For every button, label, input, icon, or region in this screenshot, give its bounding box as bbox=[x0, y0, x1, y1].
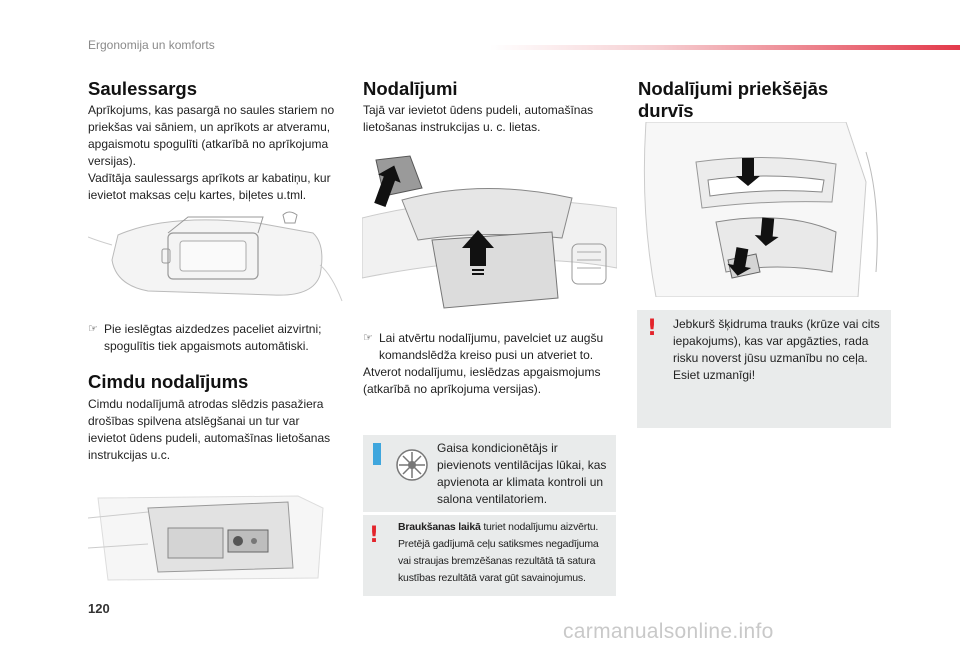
text-line: iepakojums), kas var apgāzties, rada bbox=[673, 334, 869, 348]
text-line: Vadītāja saulessargs aprīkots ar kabatiņ… bbox=[88, 171, 331, 185]
text-line: Atverot nodalījumu, ieslēdzas apgaismoju… bbox=[363, 365, 601, 379]
text-line: spogulītis tiek apgaismots automātiski. bbox=[104, 339, 309, 353]
sun-visor-heading: Saulessargs bbox=[88, 78, 198, 99]
warning-line: turiet nodalījumu aizvērtu. bbox=[480, 521, 599, 533]
section-title: Ergonomija un komforts bbox=[88, 38, 215, 52]
info-text: Gaisa kondicionētājs ir pievienots venti… bbox=[437, 440, 612, 508]
text-line: Pie ieslēgtas aizdedzes paceliet aizvirt… bbox=[104, 322, 322, 336]
sun-visor-text: Aprīkojums, kas pasargā no saules starie… bbox=[88, 102, 338, 204]
text-line: drošības spilvena atslēgšanai un tur var bbox=[88, 414, 300, 428]
text-line: Lai atvērtu nodalījumu, pavelciet uz aug… bbox=[379, 331, 604, 345]
heading-line: durvīs bbox=[638, 100, 694, 121]
text-line: Cimdu nodalījumā atrodas slēdzis pasažie… bbox=[88, 397, 324, 411]
glovebox-illustration bbox=[88, 468, 343, 588]
text-line: apvienota ar klimata kontroli un bbox=[437, 475, 604, 489]
text-line: kustības rezultātā varat gūt savainojumu… bbox=[398, 572, 586, 584]
info-box: Gaisa kondicionētājs ir pievienots venti… bbox=[363, 435, 616, 512]
text-line: Aprīkojums, kas pasargā no saules starie… bbox=[88, 103, 335, 117]
text-line: instrukcijas u.c. bbox=[88, 448, 171, 462]
text-line: apgaismotu spogulīti (atkarībā no aprīko… bbox=[88, 137, 329, 151]
exclamation-icon: ! bbox=[369, 523, 380, 548]
text-line: ievietot maksas ceļu kartes, biļetes u.t… bbox=[88, 188, 307, 202]
warning-box-driving: ! Braukšanas laikā turiet nodalījumu aiz… bbox=[363, 515, 616, 596]
text-line: vai straujas bremzēšanas rezultātā tā sa… bbox=[398, 555, 596, 567]
compartments-text-2: Atverot nodalījumu, ieslēdzas apgaismoju… bbox=[363, 364, 618, 398]
pointing-hand-icon: ☞ bbox=[88, 323, 98, 335]
text-line: Gaisa kondicionētājs ir bbox=[437, 441, 558, 455]
watermark: carmanualsonline.info bbox=[563, 620, 774, 643]
door-compartments-heading: Nodalījumi priekšējās durvīs bbox=[638, 78, 828, 122]
dashboard-compartment-illustration bbox=[362, 148, 617, 323]
text-line: Pretējā gadījumā ceļu satiksmes negadīju… bbox=[398, 538, 599, 550]
compartments-text: Tajā var ievietot ūdens pudeli, automašī… bbox=[363, 102, 613, 136]
exclamation-icon: ! bbox=[647, 316, 658, 341]
glovebox-heading: Cimdu nodalījums bbox=[88, 371, 249, 392]
warning-box-liquids: ! Jebkurš šķidruma trauks (krūze vai cit… bbox=[637, 310, 891, 428]
glovebox-text: Cimdu nodalījumā atrodas slēdzis pasažie… bbox=[88, 396, 338, 464]
text-line: Braukšanas laikā turiet nodalījumu aizvē… bbox=[398, 519, 613, 536]
door-illustration bbox=[636, 122, 892, 297]
text-line: risku noverst jūsu uzmanību no ceļa. bbox=[673, 351, 868, 365]
warning-bold: Braukšanas laikā bbox=[398, 521, 481, 533]
text-line: komandslēdža kreiso pusi un atveriet to. bbox=[379, 348, 594, 362]
text-line: versijas). bbox=[88, 154, 137, 168]
text-line: priekšas vai sāniem, un aprīkots ar atve… bbox=[88, 120, 331, 134]
info-icon bbox=[373, 443, 381, 465]
text-line: Jebkurš šķidruma trauks (krūze vai cits bbox=[673, 317, 880, 331]
compartments-heading: Nodalījumi bbox=[363, 78, 458, 99]
text-line: lietošanas instrukcijas u. c. lietas. bbox=[363, 120, 541, 134]
text-line: (atkarībā no aprīkojuma versijas). bbox=[363, 382, 542, 396]
page-number: 120 bbox=[88, 601, 110, 616]
sun-visor-illustration bbox=[88, 205, 343, 305]
pointing-hand-icon: ☞ bbox=[363, 332, 373, 344]
compartments-bullet: ☞ Lai atvērtu nodalījumu, pavelciet uz a… bbox=[363, 330, 634, 364]
text-line: Esiet uzmanīgi! bbox=[673, 368, 756, 382]
heading-line: Nodalījumi priekšējās bbox=[638, 78, 829, 99]
vent-icon bbox=[391, 443, 433, 487]
text-line: Tajā var ievietot ūdens pudeli, automašī… bbox=[363, 103, 594, 117]
text-line: pievienots ventilācijas lūkai, kas bbox=[437, 458, 607, 472]
text-line: salona ventilatoriem. bbox=[437, 492, 548, 506]
sun-visor-bullet: ☞ Pie ieslēgtas aizdedzes paceliet aizvi… bbox=[88, 321, 354, 355]
warning-text: Jebkurš šķidruma trauks (krūze vai cits … bbox=[673, 316, 885, 384]
text-line: ievietot ūdens pudeli, automašīnas lieto… bbox=[88, 431, 331, 445]
warning-text: Braukšanas laikā turiet nodalījumu aizvē… bbox=[398, 519, 613, 587]
header-accent-bar bbox=[490, 45, 960, 50]
